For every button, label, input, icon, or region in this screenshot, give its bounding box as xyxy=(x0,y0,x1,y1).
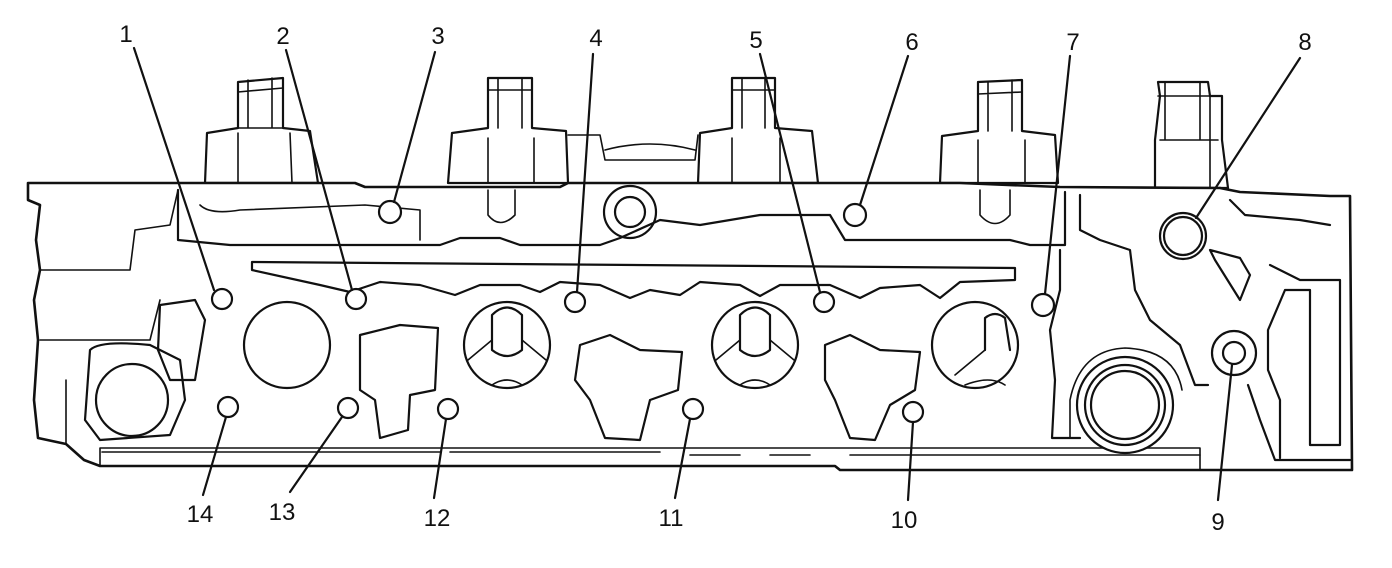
bolt-hole-5 xyxy=(812,290,836,314)
callout-labels: 1 2 3 4 5 6 7 8 9 10 11 12 13 14 xyxy=(119,21,1311,536)
leader-8 xyxy=(1194,56,1302,220)
callout-5: 5 xyxy=(749,27,762,54)
callout-1: 1 xyxy=(119,21,132,48)
leader-13 xyxy=(288,415,344,494)
cam-tower-3 xyxy=(696,76,820,185)
bolt-hole-14 xyxy=(216,395,240,419)
leader-4 xyxy=(575,52,595,294)
callout-4: 4 xyxy=(589,25,602,52)
leader-7 xyxy=(1043,54,1072,296)
leader-10 xyxy=(906,420,915,502)
leader-5 xyxy=(758,52,822,294)
valve-bore-1 xyxy=(242,300,332,390)
bolt-hole-3 xyxy=(377,199,403,225)
spark-plug-port-1 xyxy=(462,300,552,390)
leader-1 xyxy=(132,46,216,292)
bolt-hole-7 xyxy=(1030,292,1056,318)
callout-11: 11 xyxy=(659,505,684,532)
cylinder-head-body xyxy=(26,181,1354,472)
center-boss xyxy=(613,195,647,229)
bolt-hole-8 xyxy=(1158,211,1208,261)
leader-lines xyxy=(132,46,1302,502)
bolt-hole-9 xyxy=(1210,329,1258,377)
leader-14 xyxy=(201,415,228,497)
bolt-hole-2 xyxy=(344,287,368,311)
bolt-hole-12 xyxy=(436,397,460,421)
callout-7: 7 xyxy=(1066,29,1079,56)
leader-6 xyxy=(858,54,910,207)
spark-plug-port-3 xyxy=(930,300,1020,390)
callout-8: 8 xyxy=(1298,29,1311,56)
leader-12 xyxy=(432,417,448,500)
leader-11 xyxy=(673,417,692,500)
callout-12: 12 xyxy=(424,505,451,532)
callout-6: 6 xyxy=(905,29,918,56)
bolt-hole-1 xyxy=(210,287,234,311)
bolt-hole-13 xyxy=(336,396,360,420)
bolt-hole-10 xyxy=(901,400,925,424)
leader-9 xyxy=(1216,363,1234,502)
bolt-hole-6 xyxy=(842,202,868,228)
leader-3 xyxy=(392,50,437,204)
cam-tower-1 xyxy=(203,76,320,185)
cam-tower-2 xyxy=(446,76,570,185)
callout-13: 13 xyxy=(269,499,296,526)
bolt-hole-4 xyxy=(563,290,587,314)
left-bore xyxy=(94,362,170,438)
callout-14: 14 xyxy=(187,501,214,528)
callout-10: 10 xyxy=(891,507,918,534)
spark-plug-port-2 xyxy=(710,300,800,390)
camshaft-towers xyxy=(203,76,1230,190)
bolt-holes xyxy=(210,184,1258,424)
ports xyxy=(83,298,1020,442)
callout-3: 3 xyxy=(431,23,444,50)
leader-2 xyxy=(284,48,354,292)
cam-tower-4 xyxy=(938,78,1060,185)
cam-tower-5 xyxy=(1153,80,1230,190)
bolt-hole-11 xyxy=(681,397,705,421)
callout-2: 2 xyxy=(276,23,289,50)
callout-9: 9 xyxy=(1211,509,1224,536)
